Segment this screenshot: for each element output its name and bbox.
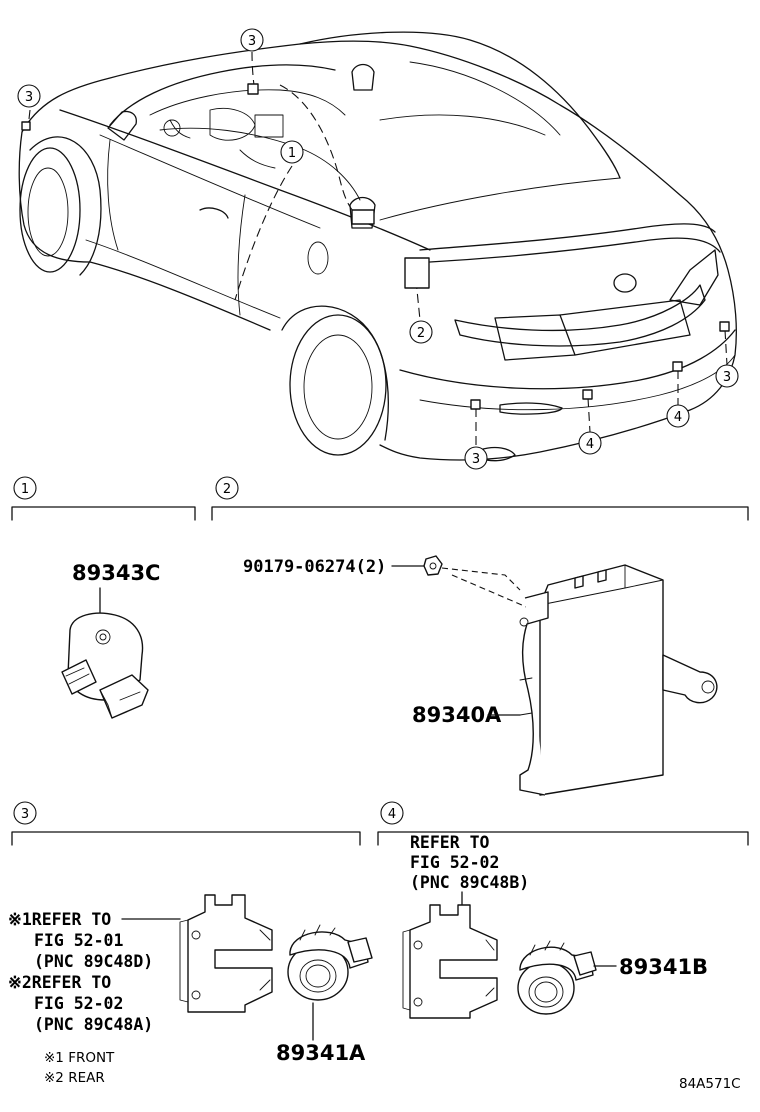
callout-car-3-left: 3 [17,84,41,108]
part-89340A-label: 89340A [412,703,502,727]
bolt-90179 [423,555,443,576]
callout-label: 3 [248,34,256,49]
figure-code: 84A571C [679,1076,741,1092]
note-2-line-3: (PNC 89C48A) [34,1015,153,1034]
part-89341A-label: 89341A [276,1041,366,1065]
callout-label: 4 [586,437,594,452]
section-1-label: 1 [21,482,29,497]
footnote-rear: ※2 REAR [44,1070,105,1086]
note-2-line-1: ※2REFER TO [8,973,111,992]
section-4-bracket [377,831,749,846]
footnote-front: ※1 FRONT [44,1050,115,1066]
note-4-line-3: (PNC 89C48B) [410,873,529,892]
bracket-front-rear [179,894,273,1013]
callout-car-4-right: 4 [666,404,690,428]
sensor-rear-center [582,389,593,400]
sensor-rear-right [672,361,683,372]
note-1-line-1: ※1REFER TO [8,910,111,929]
part-89341B [517,940,597,1015]
callout-label: 3 [472,452,480,467]
sensor-rear-left [470,399,481,410]
note-4-line-1: REFER TO [410,833,490,852]
note-4-line-2: FIG 52-02 [410,853,499,872]
callout-label: 2 [417,326,425,341]
section-1: 1 89343C [11,476,196,719]
callout-label: 3 [723,370,731,385]
part-89340A [519,564,718,796]
bracket-side [402,904,498,1019]
controller-on-car [404,257,430,289]
section-2: 2 90179-06274(2) 89340A [211,476,749,796]
part-89341A [287,924,373,1001]
note-1-line-2: FIG 52-01 [34,931,123,950]
sensor-dash [247,83,259,95]
callout-label: 4 [674,410,682,425]
section-3: 3 ※1REFER TO FIG 52-01 (PNC 89C48D) ※2RE… [8,801,373,1065]
section-4-label: 4 [388,807,396,822]
part-89343C [61,612,149,719]
callout-car-3-top: 3 [240,28,264,52]
callout-car-1: 1 [280,140,304,164]
car-illustration [18,31,737,462]
sensor-front [21,121,31,131]
callout-car-4-center: 4 [578,431,602,455]
part-89343C-label: 89343C [72,561,160,585]
note-2-line-2: FIG 52-02 [34,994,123,1013]
bolt-90179-label: 90179-06274(2) [243,557,386,577]
part-89341B-label: 89341B [619,955,708,979]
note-1-line-3: (PNC 89C48D) [34,952,153,971]
callout-label: 1 [288,146,296,161]
callout-car-3-bottom: 3 [464,446,488,470]
section-3-bracket [11,831,361,846]
switch-console [351,209,375,225]
section-2-label: 2 [223,482,231,497]
section-3-label: 3 [21,807,29,822]
sensor-rear-corner [719,321,730,332]
section-2-bracket [211,506,749,521]
section-1-bracket [11,506,196,521]
callout-car-3-right: 3 [715,364,739,388]
callout-car-2: 2 [409,320,433,344]
callout-label: 3 [25,90,33,105]
section-4: 4 REFER TO FIG 52-02 (PNC 89C48B) 89341B [377,801,749,1019]
